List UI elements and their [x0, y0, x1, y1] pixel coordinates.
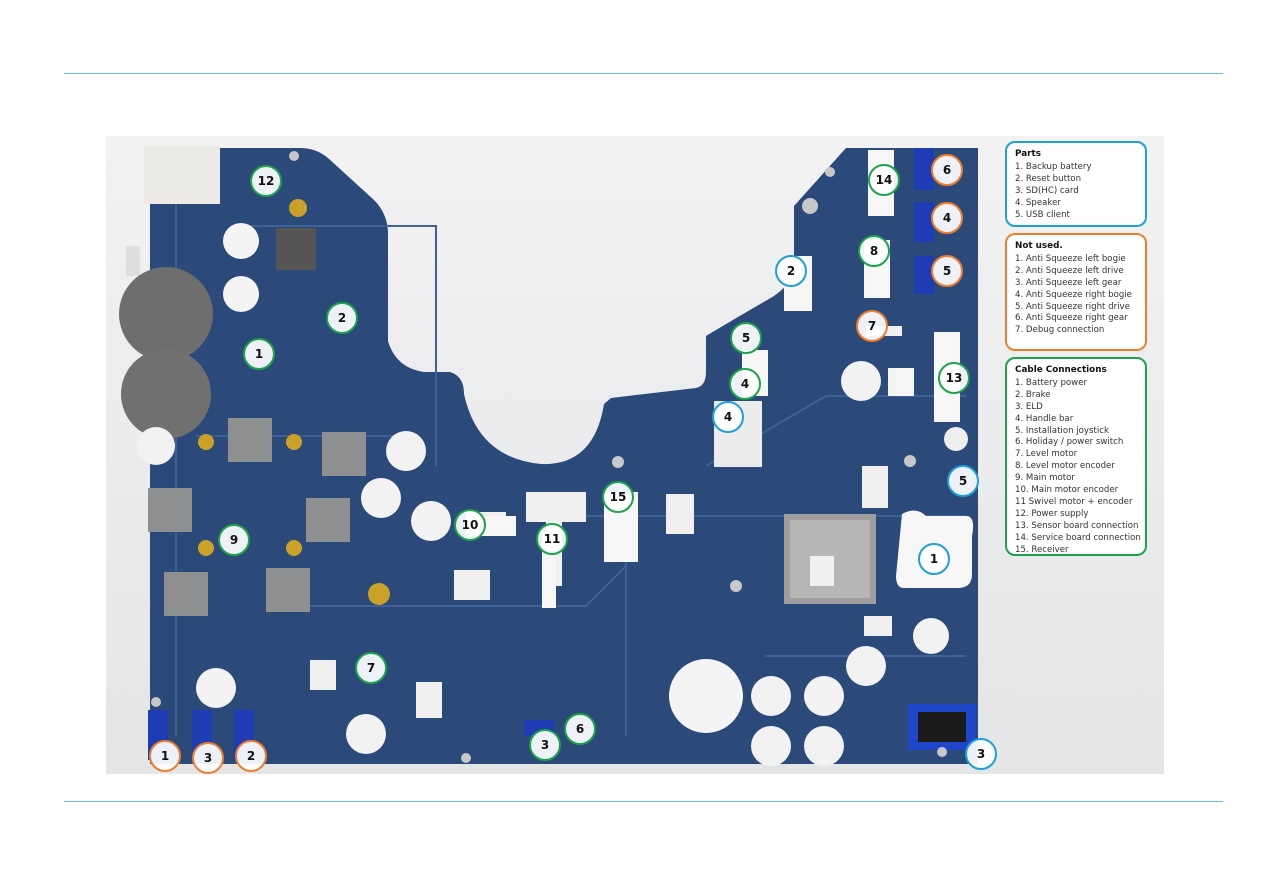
marker-cable-7: 7: [355, 652, 387, 684]
legend-item: 13. Sensor board connection: [1015, 520, 1139, 531]
pcb-figure: 1 2 3 4 5 1 2 3 4 5 6 7 1 2 3 4 5 6 7 8 …: [106, 136, 1164, 774]
legend-item: 5. USB client: [1015, 209, 1070, 220]
legend-item: 15. Receiver: [1015, 544, 1069, 555]
marker-part-4: 4: [712, 401, 744, 433]
marker-cable-1: 1: [243, 338, 275, 370]
legend-not-used-title: Not used.: [1015, 241, 1063, 251]
legend-item: 2. Brake: [1015, 389, 1051, 400]
marker-unused-7: 7: [856, 310, 888, 342]
marker-cable-5: 5: [730, 322, 762, 354]
marker-part-5: 5: [947, 465, 979, 497]
top-rule: [64, 73, 1223, 74]
marker-unused-1: 1: [149, 740, 181, 772]
marker-cable-14: 14: [868, 164, 900, 196]
marker-unused-3: 3: [192, 742, 224, 774]
legend-item: 10. Main motor encoder: [1015, 485, 1119, 496]
legend-item: 9. Main motor: [1015, 473, 1075, 484]
marker-part-2: 2: [775, 255, 807, 287]
inductor: [276, 228, 316, 270]
legend-item: 1. Battery power: [1015, 377, 1088, 388]
marker-cable-12: 12: [250, 165, 282, 197]
legend-item: 4. Anti Squeeze right bogie: [1015, 289, 1132, 300]
legend-item: 7. Level motor: [1015, 449, 1078, 460]
legend-item: 6. Anti Squeeze right gear: [1015, 313, 1128, 324]
legend-item: 3. SD(HC) card: [1015, 185, 1079, 196]
marker-cable-4: 4: [729, 368, 761, 400]
marker-cable-2: 2: [326, 302, 358, 334]
capacitor: [119, 267, 213, 361]
legend-item: 3. ELD: [1015, 401, 1043, 412]
legend-item: 1. Backup battery: [1015, 161, 1092, 172]
legend-item: 4. Handle bar: [1015, 413, 1074, 424]
legend-item: 8. Level motor encoder: [1015, 461, 1115, 472]
legend-item: 12. Power supply: [1015, 508, 1089, 519]
marker-part-1: 1: [918, 543, 950, 575]
legend-item: 5. Anti Squeeze right drive: [1015, 301, 1130, 312]
marker-cable-8: 8: [858, 235, 890, 267]
marker-part-3: 3: [965, 738, 997, 770]
legend-item: 1. Anti Squeeze left bogie: [1015, 253, 1126, 264]
capacitor: [121, 349, 211, 439]
legend-cable-connections: Cable Connections 1. Battery power 2. Br…: [1005, 357, 1147, 556]
legend-parts-title: Parts: [1015, 149, 1041, 159]
marker-cable-9: 9: [218, 524, 250, 556]
marker-cable-10: 10: [454, 509, 486, 541]
marker-cable-6: 6: [564, 713, 596, 745]
connector-block: [144, 146, 220, 204]
legend-item: 6. Holiday / power switch: [1015, 437, 1124, 448]
bottom-rule: [64, 801, 1223, 802]
marker-cable-15: 15: [602, 481, 634, 513]
legend-item: 5. Installation joystick: [1015, 425, 1109, 436]
marker-cable-11: 11: [536, 523, 568, 555]
marker-cable-3: 3: [529, 729, 561, 761]
legend-not-used: Not used. 1. Anti Squeeze left bogie 2. …: [1005, 233, 1147, 351]
marker-unused-5: 5: [931, 255, 963, 287]
marker-cable-13: 13: [938, 362, 970, 394]
legend-item: 4. Speaker: [1015, 197, 1061, 208]
marker-unused-2: 2: [235, 740, 267, 772]
legend-item: 14. Service board connection: [1015, 532, 1141, 543]
legend-cable-title: Cable Connections: [1015, 365, 1107, 375]
legend-item: 2. Anti Squeeze left drive: [1015, 265, 1124, 276]
pcb-board: [150, 148, 978, 764]
marker-unused-4: 4: [931, 202, 963, 234]
legend-item: 2. Reset button: [1015, 173, 1082, 184]
legend-item: 3. Anti Squeeze left gear: [1015, 277, 1122, 288]
legend-item: 7. Debug connection: [1015, 325, 1105, 336]
legend-item: 11 Swivel motor + encoder: [1015, 496, 1133, 507]
marker-unused-6: 6: [931, 154, 963, 186]
legend-parts: Parts 1. Backup battery 2. Reset button …: [1005, 141, 1147, 227]
pcb-board-illustration: [119, 146, 978, 766]
